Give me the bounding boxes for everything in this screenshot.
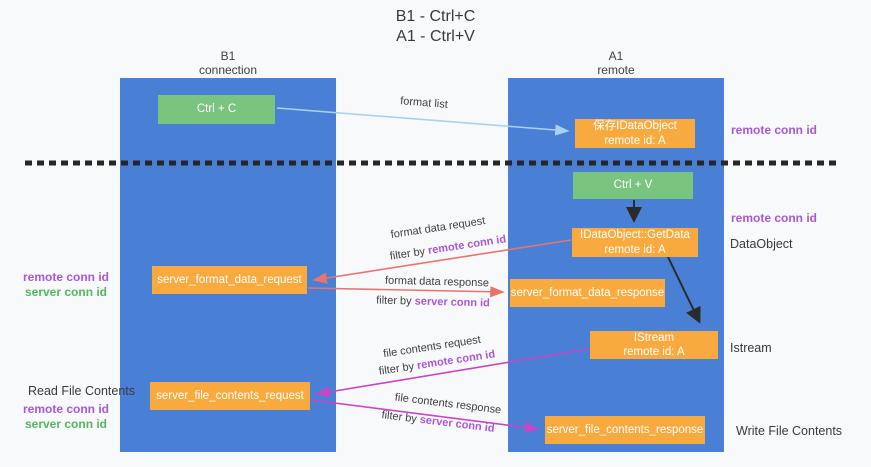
server-format-data-response-node: server_format_data_response xyxy=(510,279,665,307)
server-file-contents-request-label: server_file_contents_request xyxy=(156,389,304,402)
istream-line2: remote id: A xyxy=(623,346,685,358)
left-remote-conn-id-2: remote conn id xyxy=(22,402,109,416)
left-remote-conn-id-1: remote conn id xyxy=(22,270,109,284)
ctrl-c-node: Ctrl + C xyxy=(158,95,275,124)
ctrl-v-label: Ctrl + V xyxy=(613,179,653,192)
ctrl-c-label: Ctrl + C xyxy=(196,103,237,116)
getdata-to-istream-arrow xyxy=(667,256,701,324)
server-format-data-request-node: server_format_data_request xyxy=(152,266,307,294)
getdata-line2: remote id: A xyxy=(604,243,666,256)
title-line-2: A1 - Ctrl+V xyxy=(396,28,475,46)
filter-by-text: filter by xyxy=(376,294,415,308)
server-format-data-request-label: server_format_data_request xyxy=(157,273,302,286)
save-dataobject-node: 保存IDataObject remote id: A xyxy=(575,119,695,148)
lane-a1-name: A1 xyxy=(608,49,624,63)
file-contents-response-arrow xyxy=(310,399,540,433)
server-format-data-response-label: server_format_data_response xyxy=(510,286,665,299)
lane-a1-subtitle: remote xyxy=(597,63,635,78)
diagram-title: B1 - Ctrl+C A1 - Ctrl+V xyxy=(0,7,871,48)
lane-b1-subtitle: connection xyxy=(198,63,258,78)
format-data-request-arrow xyxy=(312,239,572,284)
getdata-node: IDataObject::GetData remote id: A xyxy=(572,228,698,257)
save-dataobject-line2: remote id: A xyxy=(604,134,666,147)
read-file-contents-label: Read File Contents xyxy=(28,384,136,398)
format-list-arrow xyxy=(276,107,570,136)
lane-header-a1: A1 remote xyxy=(508,49,724,77)
server-file-contents-request-node: server_file_contents_request xyxy=(150,382,310,410)
write-file-contents-label: Write File Contents xyxy=(736,424,843,438)
server-conn-id-accent: server conn id xyxy=(414,295,490,310)
left-conn-ids-top: remote conn id server conn id xyxy=(18,270,114,300)
istream-side-label: Istream xyxy=(730,341,772,355)
save-dataobject-line1: 保存IDataObject xyxy=(593,120,677,133)
ctrl-v-node: Ctrl + V xyxy=(573,172,693,199)
left-conn-ids-bottom: remote conn id server conn id xyxy=(18,402,114,432)
format-data-response-arrow xyxy=(307,286,505,298)
dataobject-label: DataObject xyxy=(730,237,793,251)
right-remote-conn-id-mid: remote conn id xyxy=(731,211,818,225)
lane-header-b1: B1 connection xyxy=(120,49,336,77)
server-file-contents-response-node: server_file_contents_response xyxy=(545,416,705,444)
istream-line1: IStream xyxy=(633,331,675,344)
left-server-conn-id-1: server conn id xyxy=(24,285,108,299)
getdata-line1: IDataObject::GetData xyxy=(580,229,690,242)
left-server-conn-id-2: server conn id xyxy=(24,417,108,431)
istream-node: IStream remote id: A xyxy=(590,331,718,359)
server-file-contents-response-label: server_file_contents_response xyxy=(546,423,704,436)
lane-b1-name: B1 xyxy=(220,49,236,63)
title-line-1: B1 - Ctrl+C xyxy=(395,8,476,25)
file-contents-request-arrow xyxy=(315,348,590,398)
right-remote-conn-id-top: remote conn id xyxy=(731,123,818,137)
